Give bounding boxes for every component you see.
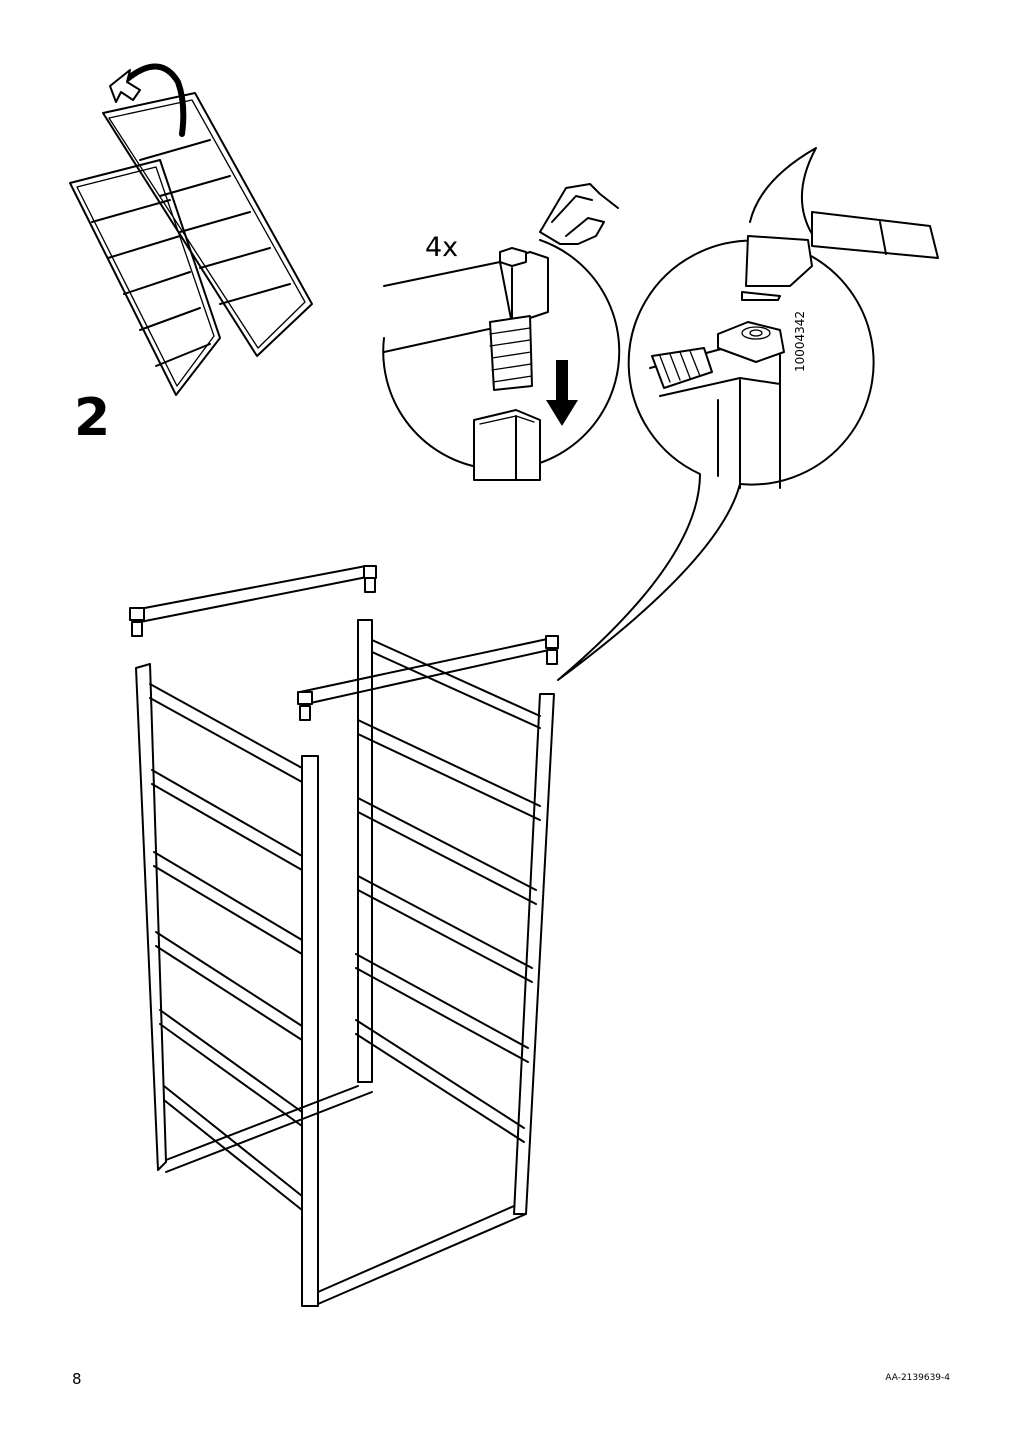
hammer-icon — [741, 147, 939, 301]
page-number: 8 — [72, 1370, 82, 1388]
pointing-hand-icon — [539, 183, 619, 245]
down-arrow-icon — [546, 360, 578, 426]
frame-front — [69, 159, 221, 396]
frame-assembly — [129, 565, 559, 1307]
quantity-label: 4x — [425, 232, 459, 263]
rotate-arrow-icon — [109, 63, 187, 137]
connector-detail — [382, 183, 621, 481]
step-number: 2 — [74, 388, 111, 448]
hammer-detail — [557, 147, 939, 681]
flipping-frames-illustration — [69, 63, 313, 396]
document-code: AA-2139639-4 — [885, 1373, 950, 1383]
part-number-label: 10004342 — [793, 310, 807, 372]
frame-back — [102, 92, 313, 357]
